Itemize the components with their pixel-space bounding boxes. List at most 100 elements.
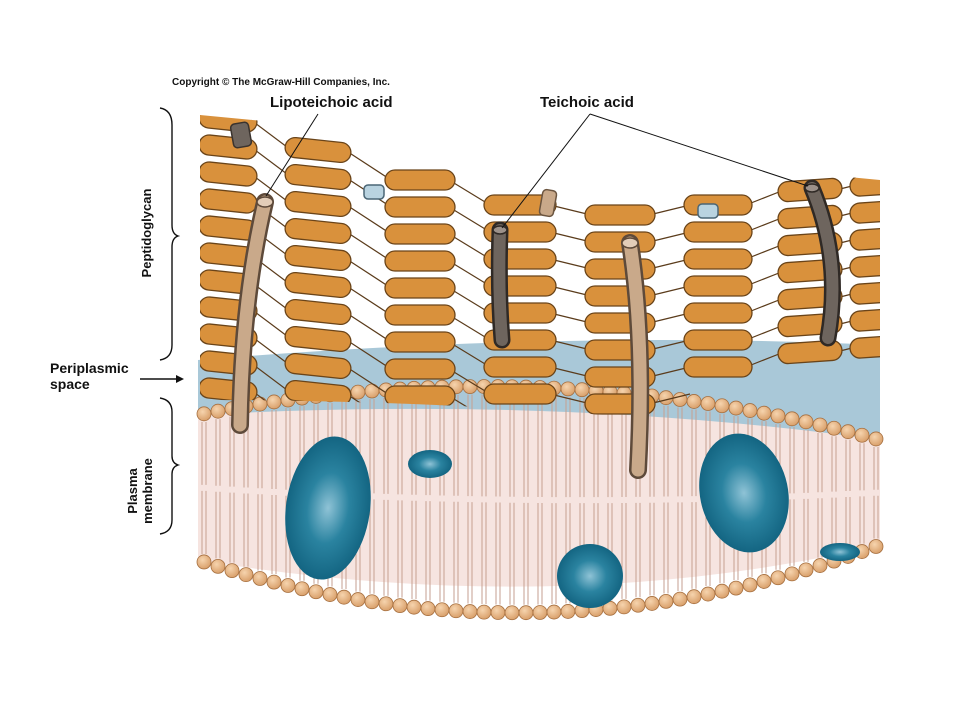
glycan-chain: [849, 335, 880, 359]
label-periplasmic-line1: Periplasmic: [50, 360, 129, 376]
lipid-head: [784, 411, 800, 427]
glycan-chain: [683, 248, 753, 270]
crosslink: [250, 119, 292, 151]
glycan-chain: [284, 298, 352, 326]
membrane-protein: [820, 543, 860, 561]
lipid-head: [322, 587, 338, 602]
lipid-head: [658, 593, 674, 609]
glycan-chain: [284, 244, 352, 272]
lipid-head: [756, 405, 772, 421]
glycan-chain: [384, 196, 456, 218]
label-lipoteichoic-acid: Lipoteichoic acid: [270, 94, 393, 111]
crosslink: [648, 339, 691, 351]
lipid-head: [210, 558, 226, 574]
membrane-protein: [285, 436, 371, 580]
glycan-chain: [849, 308, 880, 332]
crosslink: [344, 311, 392, 343]
lipid-head: [868, 539, 884, 554]
glycan-chain: [384, 304, 456, 326]
teichoic-acid-rod: [493, 224, 508, 346]
label-peptidoglycan: Peptidoglycan: [139, 188, 154, 278]
copyright-notice: Copyright © The McGraw-Hill Companies, I…: [172, 77, 390, 88]
lipid-head: [448, 603, 464, 619]
crosslink: [448, 314, 491, 341]
crosslink: [344, 257, 392, 289]
glycan-chain: [849, 281, 880, 305]
glycan-chain: [384, 223, 456, 245]
lipid-head: [364, 594, 380, 610]
crosslink: [648, 231, 691, 243]
lipid-head: [658, 390, 674, 406]
brace-peptidoglycan: [159, 107, 181, 361]
glycan-chain: [483, 356, 557, 378]
glycan-chain: [483, 383, 557, 405]
label-plasma-line1: Plasma: [125, 468, 140, 514]
glycan-chain: [849, 200, 880, 224]
lipid-head: [728, 400, 744, 416]
lipid-head: [420, 601, 436, 616]
glycan-chain: [384, 250, 456, 272]
lipid-head: [812, 417, 828, 433]
lipid-head: [812, 558, 828, 573]
lipid-head: [266, 394, 282, 410]
lipid-head: [644, 596, 660, 611]
lipid-head: [798, 562, 814, 578]
crosslink: [648, 204, 691, 216]
crosslink: [549, 312, 592, 324]
periplasmic-arrowhead: [176, 375, 184, 383]
lipid-head: [728, 580, 744, 596]
rod-tip: [804, 183, 820, 193]
lipid-head: [350, 384, 366, 400]
lipid-head: [686, 589, 702, 605]
lipid-head: [560, 604, 576, 619]
lipid-head: [294, 581, 310, 597]
lipid-head: [616, 599, 632, 615]
glycan-chain: [683, 356, 753, 378]
lipid-head: [462, 604, 478, 619]
lipid-head: [700, 586, 716, 602]
glycan-chain: [284, 190, 352, 218]
lipid-head: [476, 604, 492, 620]
crosslink: [344, 338, 392, 370]
glycan-chain: [284, 325, 352, 353]
lipid-head: [756, 574, 772, 589]
crosslink: [448, 260, 491, 287]
crosslink: [448, 233, 491, 260]
lipid-head: [336, 589, 352, 605]
crosslink: [549, 285, 592, 297]
lipoteichoic-acid-rod: [233, 195, 272, 432]
lipid-head: [196, 554, 212, 570]
lipid-head: [196, 406, 212, 422]
lipid-head: [266, 574, 282, 590]
glycan-chain: [683, 302, 753, 324]
membrane-protein: [408, 450, 452, 478]
lipid-head: [686, 394, 702, 409]
glycan-chain: [584, 231, 656, 253]
crosslink: [648, 366, 691, 378]
lipid-head: [672, 591, 688, 607]
lipid-head: [784, 566, 800, 582]
lipoteichoic-acid-rod: [623, 236, 647, 477]
crosslink: [344, 365, 392, 397]
crosslink: [250, 362, 292, 394]
lipid-head: [868, 431, 884, 447]
glycan-chain: [384, 385, 456, 407]
lipid-head: [280, 578, 296, 593]
teichoic-acid-rod: [806, 182, 839, 344]
crosslink: [344, 230, 392, 262]
crosslink: [344, 149, 392, 181]
lipid-head: [504, 605, 520, 621]
crosslink: [549, 339, 592, 351]
glycan-chain: [683, 329, 753, 351]
membrane-protein: [699, 433, 789, 553]
crosslink: [448, 179, 491, 206]
lipid-head: [672, 392, 688, 407]
crosslink: [648, 312, 691, 324]
glycan-chain: [849, 173, 880, 197]
lipid-head: [252, 571, 268, 586]
lipid-head: [252, 396, 268, 412]
glycan-chain: [584, 258, 656, 280]
crosslink: [549, 231, 592, 243]
label-plasma-membrane: Plasma membrane: [125, 441, 159, 541]
